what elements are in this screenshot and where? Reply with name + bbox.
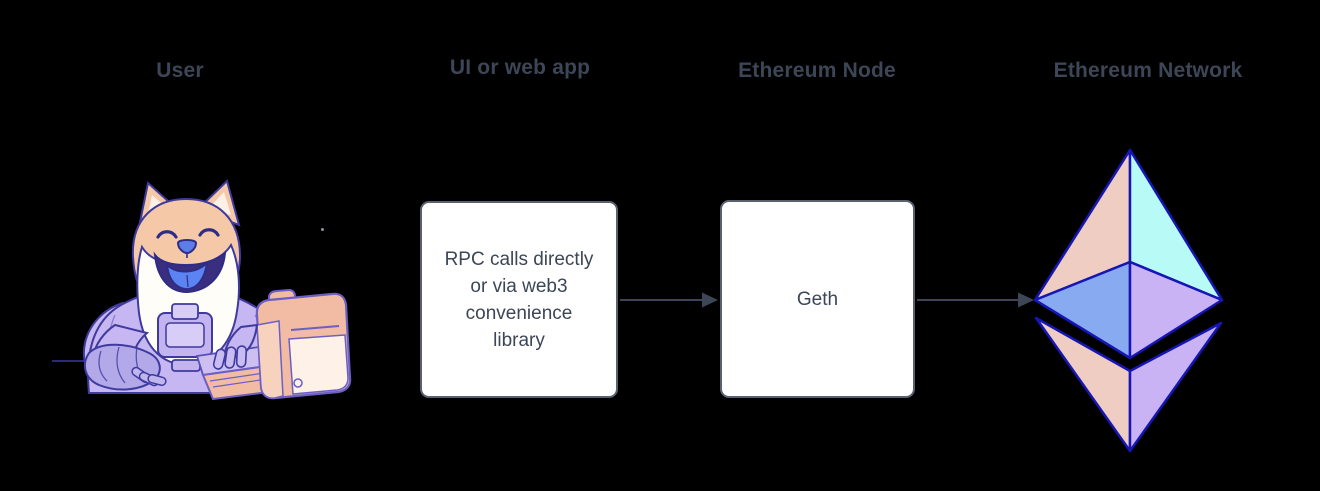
column-header-ui-web-app: UI or web app — [449, 56, 591, 79]
column-header-user: User — [156, 59, 204, 82]
closed-eye-icon — [156, 230, 178, 239]
nose-icon — [176, 239, 198, 255]
power-button-icon — [293, 378, 303, 388]
closed-eye-icon — [198, 228, 220, 237]
doge-astronaut-illustration — [52, 179, 352, 400]
arrow-ui-to-node — [620, 292, 718, 308]
column-header-ethereum-network: Ethereum Network — [1053, 59, 1243, 82]
node-ethereum-node-label: Geth — [796, 288, 839, 310]
node-ethereum-node: Geth — [720, 200, 915, 398]
column-header-ethereum-node: Ethereum Node — [738, 59, 896, 82]
arrowhead-icon — [702, 292, 718, 308]
node-ui-web-app-label: RPC calls directly or via web3 convenien… — [444, 248, 594, 351]
node-ui-web-app: RPC calls directly or via web3 convenien… — [420, 201, 618, 398]
arrow-node-to-network — [917, 292, 1034, 308]
sparkle-dot — [321, 228, 324, 231]
ethereum-diamond-logo — [1033, 148, 1224, 453]
